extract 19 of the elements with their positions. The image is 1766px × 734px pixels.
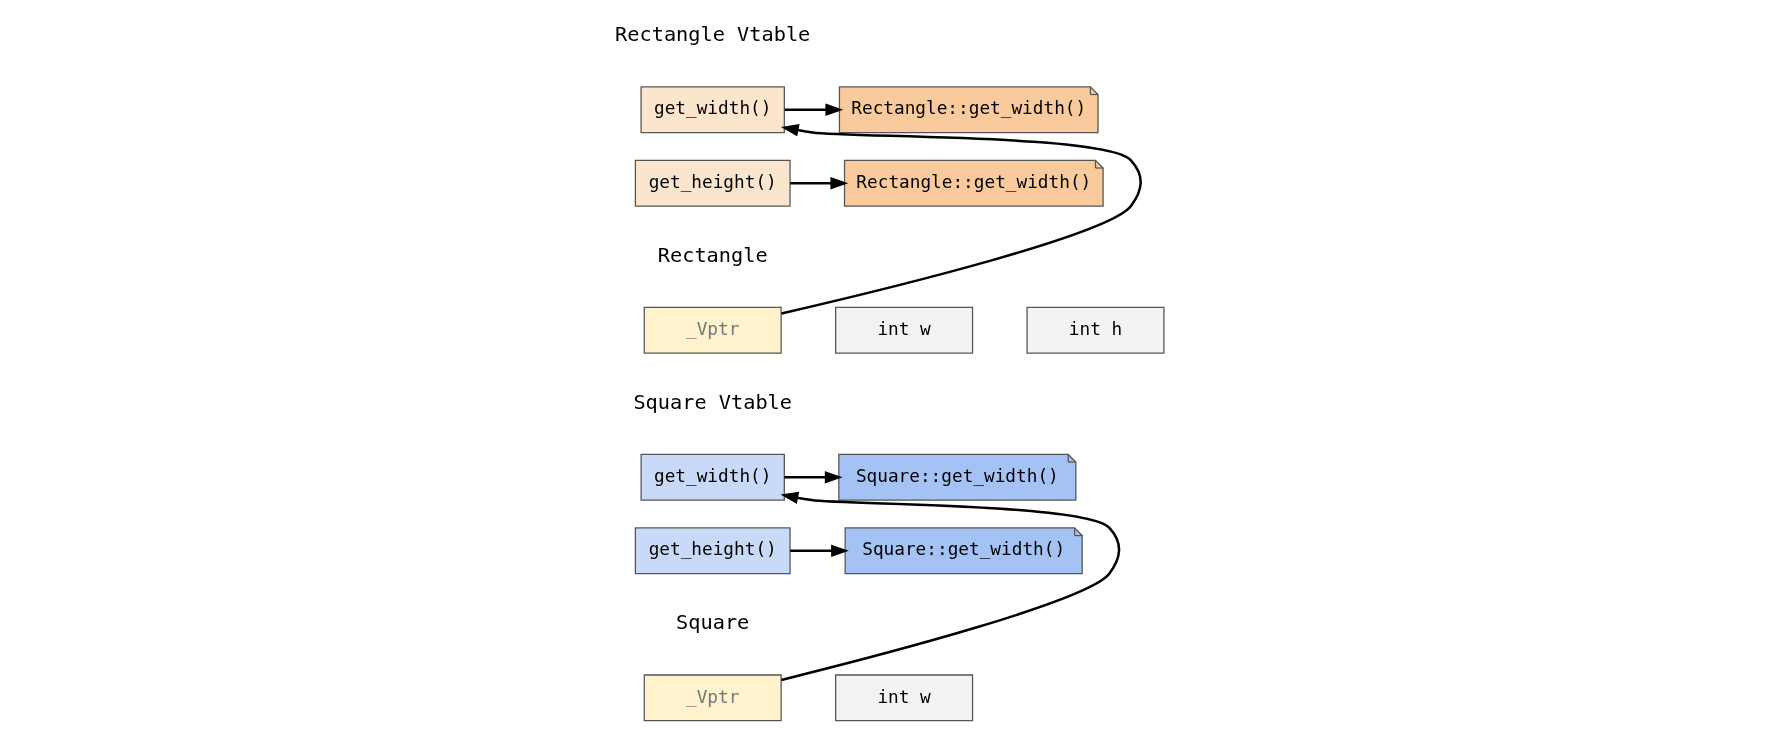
label: Rectangle (657, 242, 768, 267)
node-box: int h (1025, 306, 1165, 354)
node-box: get_width() (639, 453, 785, 501)
node-box: _Vptr (643, 306, 782, 354)
arrow (780, 491, 1120, 682)
node-box: get_height() (634, 159, 791, 207)
arrow (789, 177, 848, 190)
arrow (789, 544, 849, 557)
label: Square Vtable (632, 389, 792, 414)
node-box: get_width() (639, 86, 785, 134)
label: Square (675, 610, 749, 635)
node-box: _Vptr (643, 674, 782, 722)
arrow (784, 103, 843, 116)
node-box: int w (834, 674, 973, 722)
label: Rectangle Vtable (614, 22, 810, 46)
node-box: int w (834, 306, 973, 354)
node-box: get_height() (634, 527, 791, 575)
arrow (780, 124, 1142, 315)
arrow (783, 471, 843, 484)
